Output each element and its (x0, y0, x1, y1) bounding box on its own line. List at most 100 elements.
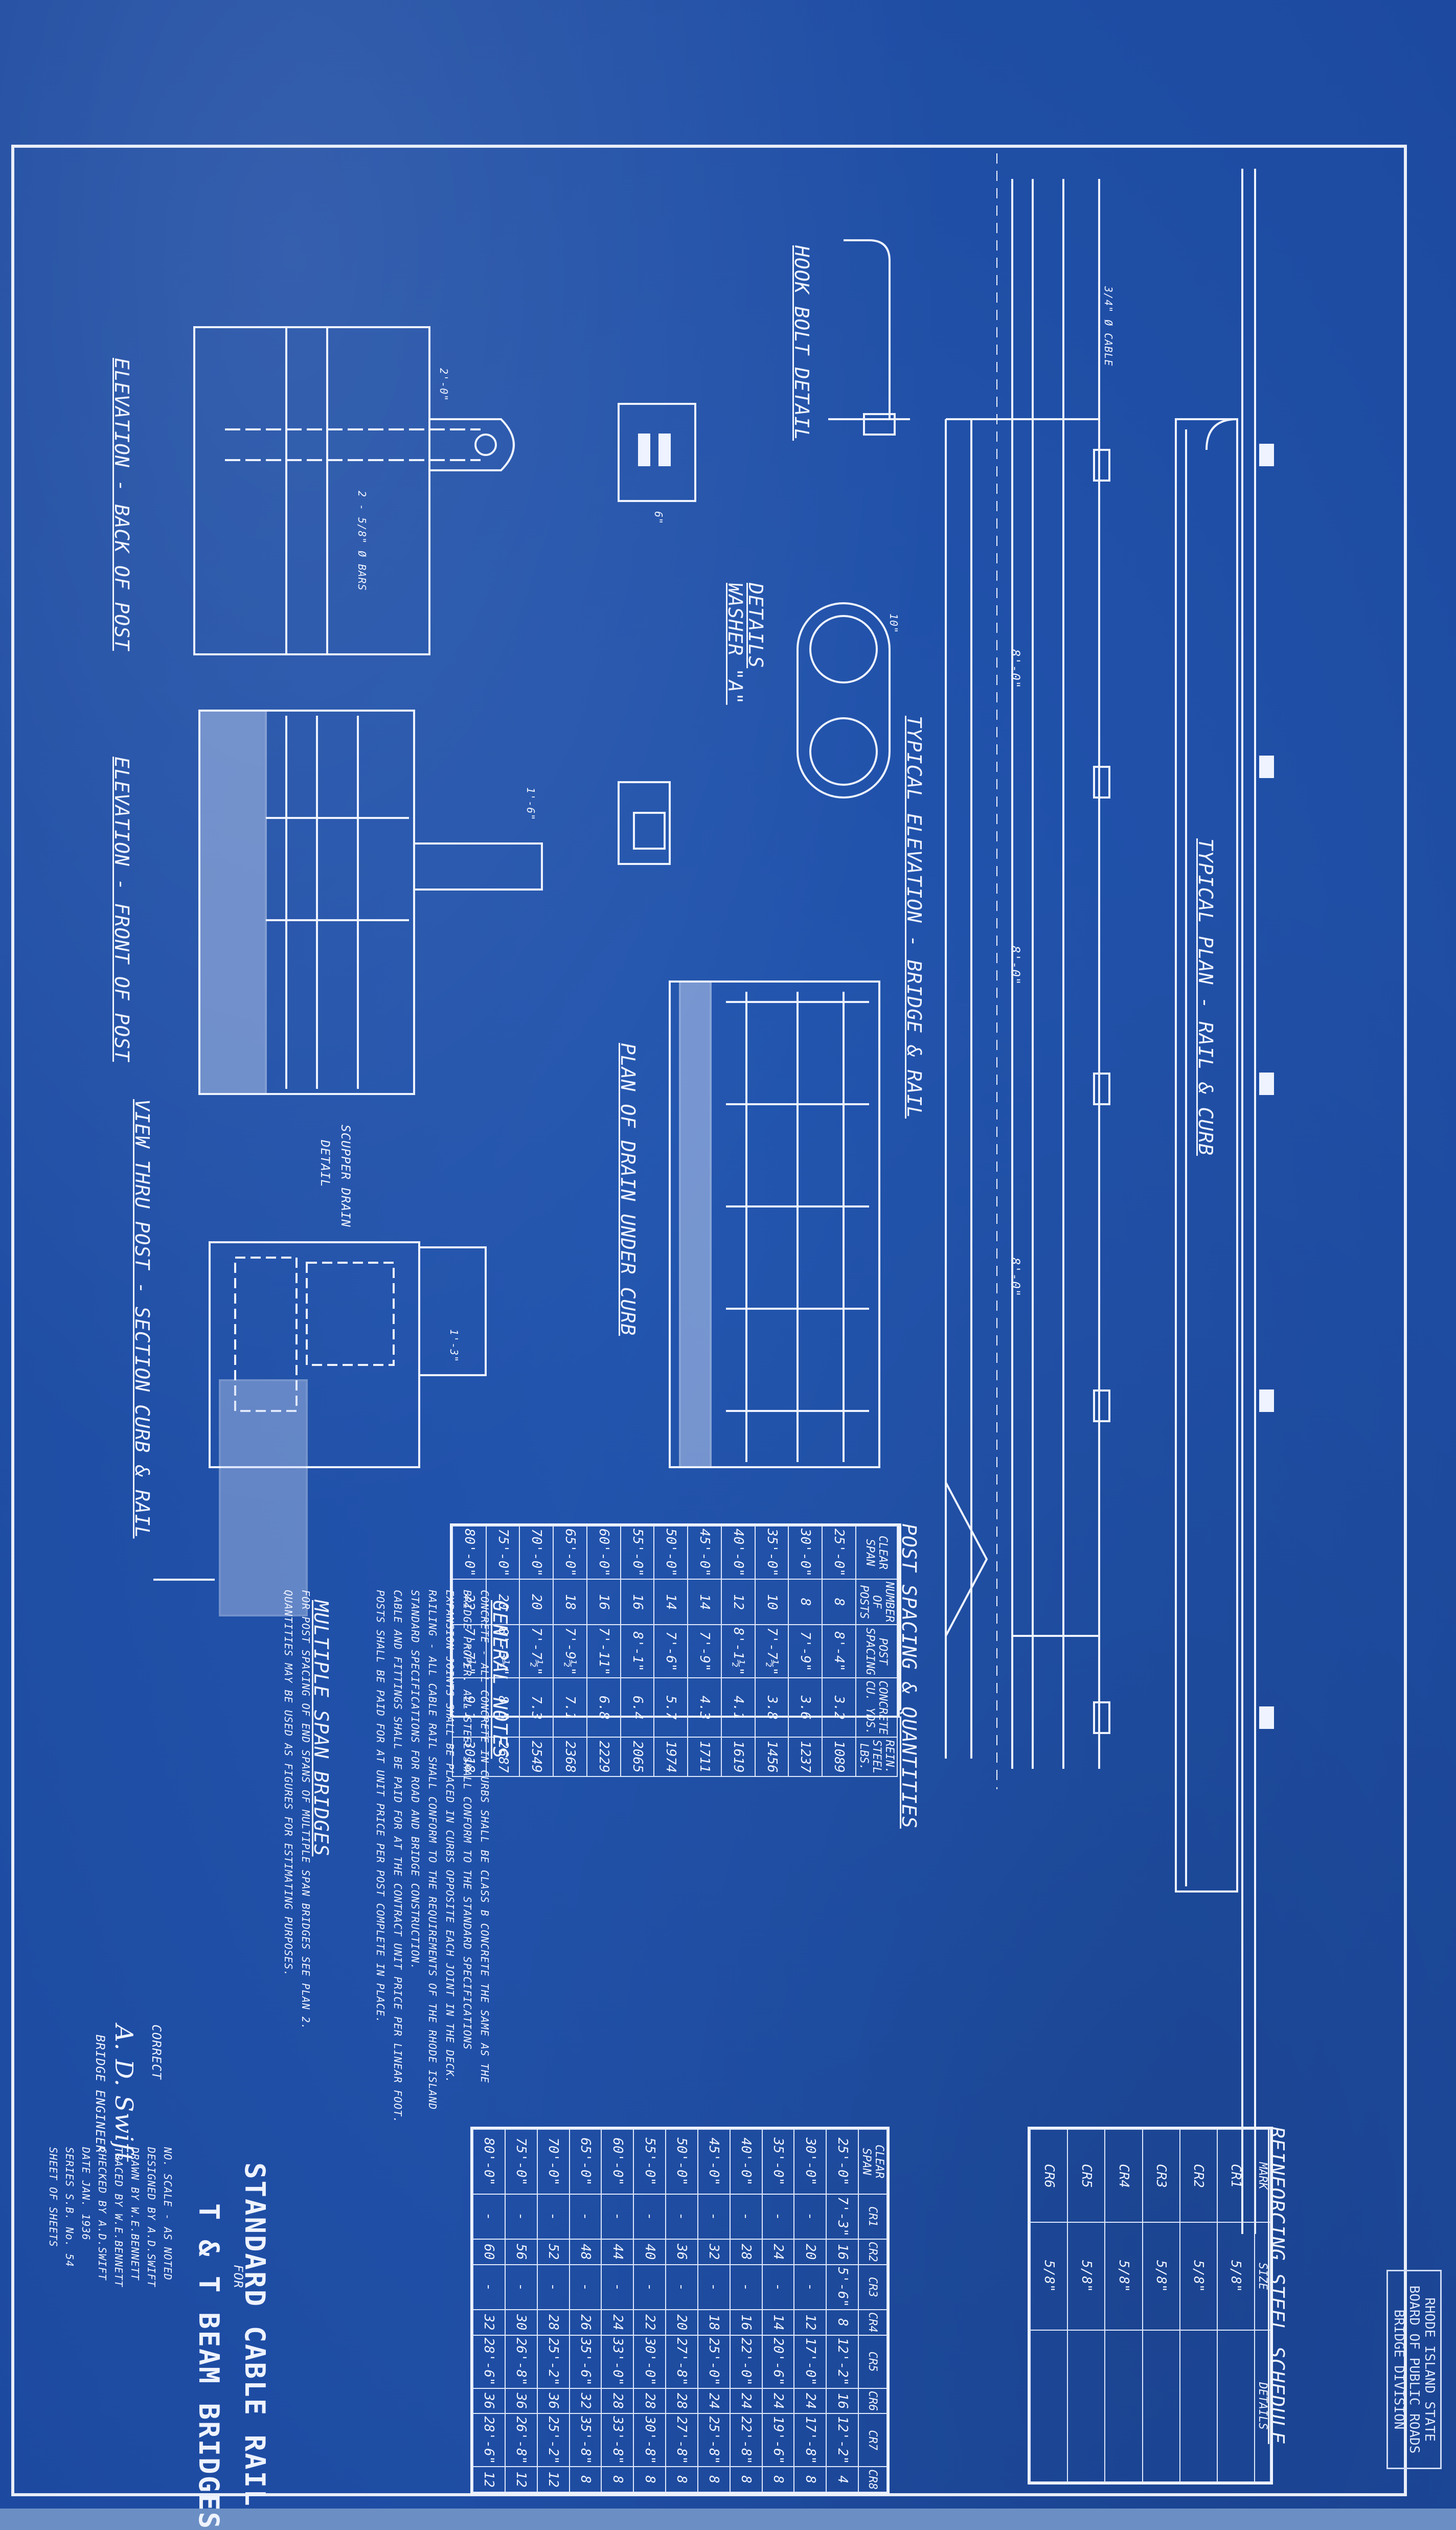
signature-title: BRIDGE ENGINEER (93, 2035, 107, 2153)
table-cell: 18 (697, 2309, 730, 2335)
post-table-header-cell: REIN. STEEL LBS. (856, 1737, 897, 1776)
table-cell: - (794, 2194, 827, 2239)
drain-plan-drawing (669, 981, 880, 1468)
title-block-line: DATE JAN. 1936 (80, 2147, 92, 2241)
dim-span-1: 8'-0" (1008, 649, 1022, 689)
table-cell: 3.2 (822, 1678, 856, 1738)
table-cell: 8 (633, 2467, 666, 2492)
table-cell: 8 (788, 1579, 823, 1625)
table-cell: 4 (826, 2467, 858, 2492)
table-cell: 12 (721, 1579, 755, 1625)
dim-washer: 10" (888, 613, 900, 634)
notes-line: CONCRETE - ALL CONCRETE IN CURBS SHALL B… (479, 1590, 491, 2084)
table-cell: 28 (633, 2388, 666, 2414)
table-cell: 60'-0" (601, 2129, 634, 2194)
table-cell: 26 (569, 2309, 602, 2335)
table-cell: 8'-1" (620, 1625, 654, 1678)
table-cell: - (473, 2194, 505, 2239)
post-table-header-cell: CLEAR SPAN (856, 1526, 897, 1579)
post-table-header-cell: NUMBER OF POSTS (856, 1579, 897, 1625)
table-cell: 7'-3" (826, 2194, 858, 2239)
typical-elevation-drawing (945, 153, 1110, 1789)
table-cell: 12 (537, 2467, 570, 2492)
table-cell: - (633, 2194, 666, 2239)
table-cell: 80'-0" (473, 2129, 505, 2194)
table-cell: CR3 (1142, 2129, 1180, 2223)
table-cell: - (762, 2194, 794, 2239)
table-cell: 16 (730, 2309, 762, 2335)
table-cell: 22'-0" (730, 2335, 762, 2388)
table-cell: 22 (633, 2309, 666, 2335)
table-cell: 12 (505, 2467, 537, 2492)
table-cell: - (730, 2194, 762, 2239)
table-cell: CR4 (1105, 2129, 1143, 2223)
table-cell: 55'-0" (620, 1526, 654, 1579)
table-cell: 55'-0" (633, 2129, 666, 2194)
table-cell: 16 (826, 2388, 858, 2414)
table-cell: 4.3 (688, 1678, 721, 1738)
table-cell: 4.1 (721, 1678, 755, 1738)
table-cell: 7'-6" (654, 1625, 688, 1678)
table-cell: 2368 (553, 1737, 587, 1776)
table-cell: 30'-0" (794, 2129, 827, 2194)
title-block-line: DRAWN BY W.E.BENNETT (129, 2147, 141, 2281)
bar-table-header-cell: CR7 (858, 2413, 887, 2467)
table-cell: 32 (473, 2309, 505, 2335)
table-cell: 70'-0" (537, 2129, 570, 2194)
table-cell: 5/8" (1217, 2222, 1255, 2330)
table-cell: 14 (654, 1579, 688, 1625)
table-cell (1030, 2330, 1068, 2482)
table-cell: - (505, 2194, 537, 2239)
table-cell: 26'-8" (505, 2335, 537, 2388)
bar-table-header-cell: CR5 (858, 2335, 887, 2388)
post-table-title: POST SPACING & QUANTITIES (898, 1523, 920, 1829)
notes-line: EXPANSION JOINTS SHALL BE PLACED IN CURB… (444, 1590, 456, 2084)
note-bars: 2 - 5/8" Ø BARS (356, 491, 368, 591)
table-cell: 32 (697, 2239, 730, 2265)
table-cell: 7.3 (519, 1678, 554, 1738)
table-cell: 44 (601, 2239, 634, 2265)
bar-table-header-cell: CLEAR SPAN (858, 2129, 887, 2194)
table-cell: 8 (826, 2309, 858, 2335)
table-cell: 7.1 (553, 1678, 587, 1738)
table-cell: 17'-8" (794, 2413, 827, 2467)
table-cell: 24 (762, 2388, 794, 2414)
table-cell: 28 (601, 2388, 634, 2414)
table-cell: 30 (505, 2309, 537, 2335)
bar-table-header-cell: CR2 (858, 2239, 887, 2265)
table-cell: 20 (519, 1579, 554, 1625)
signature-label: CORRECT (149, 2024, 164, 2080)
table-cell: 28'-6" (473, 2413, 505, 2467)
table-cell: 60 (473, 2239, 505, 2265)
table-cell: - (569, 2264, 602, 2310)
table-cell: 12'-2" (826, 2335, 858, 2388)
table-cell: - (666, 2194, 698, 2239)
table-cell: 28'-6" (473, 2335, 505, 2388)
title-block-line: CHECKED BY A.D.SWIFT (96, 2147, 108, 2281)
table-cell: 35'-8" (569, 2413, 602, 2467)
table-cell (1142, 2330, 1180, 2482)
elevation-front-drawing (198, 710, 543, 1095)
title-block-line: NO. SCALE - AS NOTED (162, 2147, 174, 2281)
